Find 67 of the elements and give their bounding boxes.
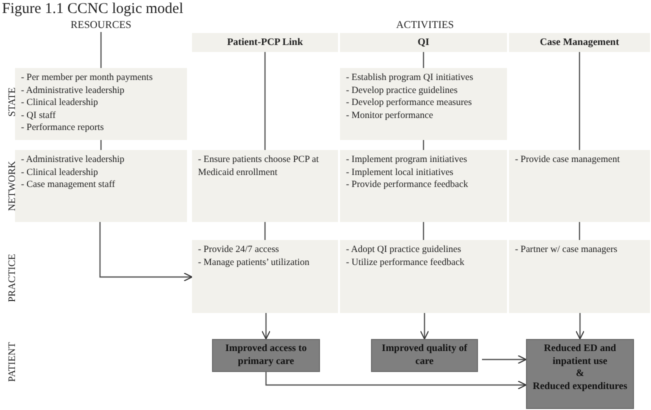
outcome-box [212,339,320,372]
arrow [482,354,527,364]
column-header-band [340,33,507,52]
box-text: - Clinical leadership [21,97,100,110]
box-text: - Ensure patients choose PCP at Medicaid enrollment [198,154,320,179]
box-text: - Administrative leadership [21,154,126,166]
box-text: Reduced ED and inpatient use [542,343,618,368]
column-header-band [509,33,650,52]
outcome-box [526,339,634,409]
box-text: - Provide case management [515,154,621,166]
row-label: PRACTICE [7,252,19,304]
box-text: - Administrative leadership [21,84,126,97]
box-text: - Adopt QI practice guidelines [346,244,462,256]
activity-box [192,150,338,222]
box-text: - Utilize performance feedback [346,256,466,269]
row-label: NETWORK [7,160,19,213]
box-text: - Implement program initiatives [346,154,468,166]
box-text: - Per member per month payments [21,72,154,84]
box-text: & [574,368,586,380]
box-text: - Performance reports [21,122,105,134]
box-text: - Develop practice guidelines [346,84,459,97]
connector-line [264,222,266,240]
figure-title: Figure 1.1 CCNC logic model [2,0,184,18]
box-text: - Partner w/ case managers [515,244,618,256]
box-text: - Case management staff [21,179,116,192]
box-text: Reduced expenditures [532,380,628,393]
box-text: Patient-PCP Link [226,37,304,50]
row-label: STATE [7,86,19,119]
box-text: - Develop performance measures [346,97,473,110]
box-text: - Implement local initiatives [346,166,454,179]
row-label: PATIENT [7,341,19,384]
connector-line [100,32,102,68]
arrow [265,372,527,390]
box-text: - Provide 24/7 access [198,244,280,256]
activity-box [192,240,338,313]
activity-box [340,68,507,140]
arrow [99,222,193,282]
connector-line [578,52,580,150]
box-text: Case Management [538,37,620,50]
box-text: - Manage patients’ utilization [198,256,310,269]
activity-box [15,150,187,222]
box-text: - QI staff [21,110,57,122]
column-heading: ACTIVITIES [395,20,455,32]
activity-box [509,240,650,313]
activity-box [509,150,650,222]
activity-box [340,150,507,222]
connector-line [264,52,266,150]
column-header-band [192,33,338,52]
connector-line [422,140,424,150]
activity-box [340,240,507,313]
outcome-box [371,339,478,372]
box-text: Improved access to primary care [224,343,308,368]
arrow [420,313,430,340]
connector-line [100,140,102,150]
arrow [575,313,585,340]
connector-line [422,52,424,68]
box-text: - Clinical leadership [21,166,100,179]
connector-line [578,222,580,240]
activity-box [15,68,187,140]
arrow [261,313,271,340]
box-text: RESOURCES [70,20,132,32]
connector-line [422,222,424,240]
box-text: - Monitor performance [346,110,434,122]
box-text: QI [416,37,430,50]
box-text: - Establish program QI initiatives [346,72,474,84]
box-text: - Provide performance feedback [346,179,470,192]
box-text: Improved quality of care [380,343,468,368]
